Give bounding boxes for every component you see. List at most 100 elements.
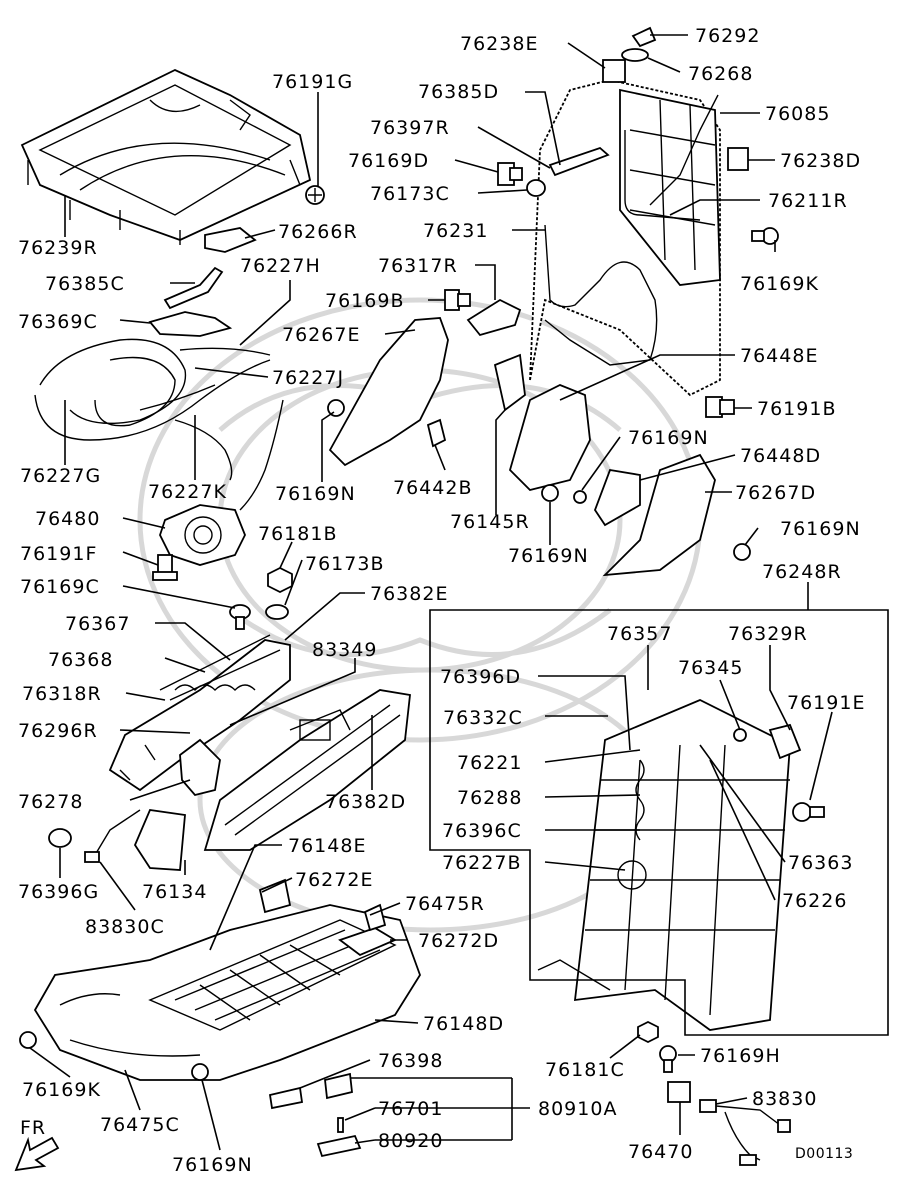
part-label: 76367 bbox=[65, 613, 130, 635]
part-label: 76396C bbox=[442, 820, 522, 842]
part-label: 76169N bbox=[172, 1154, 253, 1176]
part-label: 76227K bbox=[148, 481, 227, 503]
part-label: 76442B bbox=[393, 477, 472, 499]
lever-part bbox=[548, 146, 610, 177]
wire-harness-part bbox=[699, 1099, 791, 1166]
part-label: 76296R bbox=[18, 720, 98, 742]
clip-part bbox=[229, 604, 251, 630]
seat-slide-rail-part bbox=[203, 689, 411, 851]
part-label: 76288 bbox=[457, 787, 522, 809]
bracket-part bbox=[768, 723, 802, 760]
bolt-part bbox=[497, 162, 523, 186]
part-label: 76211R bbox=[768, 190, 848, 212]
part-label: 83349 bbox=[312, 639, 377, 661]
bracket-part bbox=[204, 227, 257, 253]
part-label: 76169N bbox=[508, 545, 589, 567]
headrest-cap-part bbox=[631, 26, 657, 48]
part-label: 76267D bbox=[735, 482, 816, 504]
washer-part bbox=[526, 179, 546, 197]
diagram-code: D00113 bbox=[795, 1146, 853, 1162]
part-label: 76239R bbox=[18, 237, 98, 259]
lever-part bbox=[163, 266, 224, 310]
part-label: 76169H bbox=[700, 1045, 781, 1067]
spring-part bbox=[617, 860, 647, 890]
clip-part bbox=[148, 311, 233, 337]
part-label: 80910A bbox=[538, 1098, 617, 1120]
wire-part bbox=[649, 94, 719, 206]
seat-slide-rail-part bbox=[108, 634, 291, 792]
part-label: 76169D bbox=[348, 150, 429, 172]
part-label: 76317R bbox=[378, 255, 458, 277]
spring-part bbox=[635, 759, 645, 841]
grommet-part bbox=[621, 48, 649, 62]
part-label: 76448D bbox=[740, 445, 821, 467]
part-label: 76227J bbox=[272, 367, 344, 389]
bolt-part bbox=[659, 1045, 677, 1073]
part-label: 76238D bbox=[780, 150, 861, 172]
nut-part bbox=[267, 566, 293, 594]
part-label: 76148D bbox=[423, 1013, 504, 1035]
part-label: 76396G bbox=[18, 881, 99, 903]
part-label: 76221 bbox=[457, 752, 522, 774]
part-label: 76363 bbox=[788, 852, 853, 874]
seat-back-part bbox=[529, 79, 721, 397]
part-label: 83830 bbox=[752, 1088, 817, 1110]
part-label: 76397R bbox=[370, 117, 450, 139]
part-label: 76382D bbox=[325, 791, 406, 813]
bracket-part bbox=[466, 298, 522, 337]
part-label: 76191B bbox=[757, 398, 836, 420]
part-label: 76272D bbox=[418, 930, 499, 952]
seat-pan-part bbox=[33, 904, 421, 1081]
part-label: 76357 bbox=[607, 623, 672, 645]
part-label: 76169K bbox=[740, 273, 819, 295]
part-label: 76248R bbox=[762, 561, 842, 583]
part-label: 76396D bbox=[440, 666, 521, 688]
wire-harness-part bbox=[84, 809, 141, 863]
part-label: 76475C bbox=[100, 1114, 180, 1136]
cover-part bbox=[179, 738, 221, 797]
part-label: 76480 bbox=[35, 508, 100, 530]
part-label: 76191G bbox=[272, 71, 353, 93]
part-label: 76382E bbox=[370, 583, 448, 605]
part-label: 76145R bbox=[450, 511, 530, 533]
part-label: 76085 bbox=[765, 103, 830, 125]
part-label: 76181B bbox=[258, 523, 337, 545]
bolt-part bbox=[573, 490, 587, 504]
part-label: 76369C bbox=[18, 311, 98, 333]
bracket-part bbox=[258, 878, 292, 914]
seat-back-frame-part bbox=[537, 699, 791, 1031]
part-label: 76266R bbox=[278, 221, 358, 243]
cable-assembly-part bbox=[34, 338, 284, 511]
grommet-part bbox=[48, 828, 72, 848]
recliner-cover-part bbox=[602, 453, 716, 577]
part-label: 76385C bbox=[45, 273, 125, 295]
bolt-part bbox=[733, 728, 747, 742]
part-label: 76173B bbox=[305, 553, 384, 575]
part-label: 76332C bbox=[443, 707, 523, 729]
part-labels: 76239R 76191G 76266R 76385C 76227H 76369… bbox=[18, 25, 864, 1176]
bolt-part bbox=[152, 554, 178, 581]
bolt-part bbox=[305, 185, 325, 205]
cable-part bbox=[544, 224, 658, 366]
front-direction-arrow-icon bbox=[14, 1136, 60, 1172]
pad-part bbox=[133, 809, 186, 871]
part-label: 76470 bbox=[628, 1141, 693, 1163]
recliner-cover-part bbox=[328, 317, 449, 467]
part-label: 76231 bbox=[423, 220, 488, 242]
part-label: 76345 bbox=[678, 657, 743, 679]
part-label: 76292 bbox=[695, 25, 760, 47]
bolt-part bbox=[327, 399, 345, 417]
recliner-arm-part bbox=[493, 353, 526, 412]
part-label: 80920 bbox=[378, 1130, 443, 1152]
part-label: 76169K bbox=[22, 1079, 101, 1101]
motor-part bbox=[159, 504, 246, 566]
part-label: 76226 bbox=[782, 890, 847, 912]
part-label: 76701 bbox=[378, 1098, 443, 1120]
pin-part bbox=[337, 1117, 344, 1133]
switch-part bbox=[268, 1086, 304, 1110]
part-label: 76169B bbox=[325, 290, 404, 312]
part-label: 76169C bbox=[20, 576, 100, 598]
headrest-guide-part bbox=[727, 147, 749, 171]
clip-part bbox=[19, 1031, 37, 1049]
